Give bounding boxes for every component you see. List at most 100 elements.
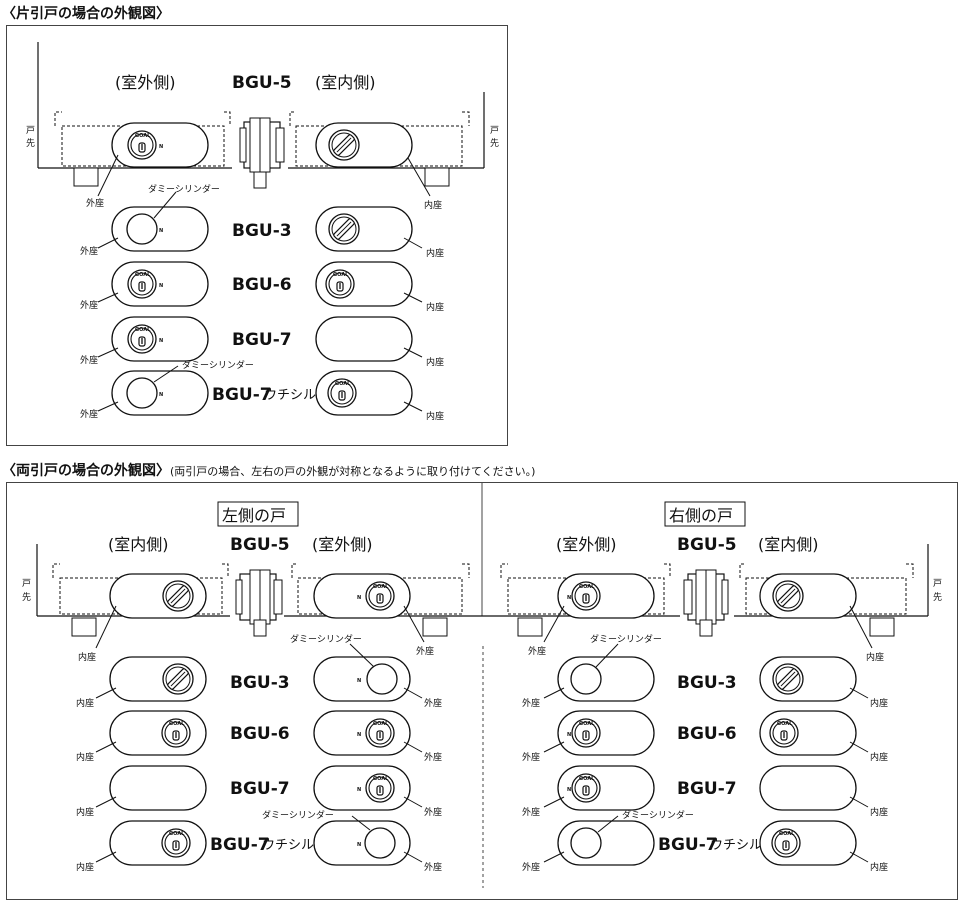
dummy-cylinder: [366, 663, 398, 695]
single-top-n-text: N: [159, 144, 163, 150]
dummy-cylinder-label: ダミーシリンダー: [290, 633, 362, 645]
model-label: BGU-3: [677, 673, 737, 693]
model-label: BGU-6: [677, 724, 737, 744]
left-row-bgu6: GOAL BGU-6 GOAL N 内座 外座: [76, 710, 442, 763]
goal-text: GOAL: [373, 776, 389, 782]
outer-base-label: 外座: [522, 751, 540, 763]
right-lock-body: [683, 569, 729, 637]
model-label: BGU-7: [658, 835, 718, 855]
double-door-heading: 〈両引戸の場合の外観図〉(両引戸の場合、左右の戸の外観が対称となるように取り付け…: [2, 460, 535, 480]
left-stub-1: [71, 617, 97, 637]
single-heading-text: 〈片引戸の場合の外観図〉: [2, 6, 170, 22]
uchishiru-label: ウチシル: [262, 838, 314, 853]
dummy-cylinder-label: ダミーシリンダー: [148, 183, 220, 195]
right-stub-2: [869, 617, 895, 637]
left-outside-label: (室外側): [312, 535, 373, 554]
left-ears-2: [291, 563, 470, 578]
right-bgu5-label: BGU-5: [677, 535, 737, 555]
n-mark: N: [567, 787, 571, 793]
left-door-edge-2: 先: [22, 591, 31, 603]
right-top-thumb: [772, 580, 804, 612]
left-ears-1: [52, 563, 229, 578]
left-top-inner-label: 内座: [78, 651, 96, 663]
right-door-edge-1: 戸: [933, 578, 942, 589]
goal-text: GOAL: [169, 831, 185, 837]
right-door-edge-2: 先: [933, 591, 942, 603]
single-door-edge-left-2: 先: [26, 137, 35, 149]
left-top-outer-label: 外座: [416, 645, 434, 657]
dummy-cylinder: [570, 663, 602, 695]
outer-base-label: 外座: [424, 697, 442, 709]
right-ears-1: [500, 563, 671, 578]
right-door-box: [664, 501, 746, 527]
single-row-bgu7-uchishiru: N ダミーシリンダー BGU-7 ウチシル GOAL 外座 内座: [80, 359, 444, 422]
inner-base-label: 内座: [426, 247, 444, 259]
outer-base-label: 外座: [522, 861, 540, 873]
right-ears-2: [739, 563, 914, 578]
uchishiru-label: ウチシル: [264, 388, 316, 403]
left-door-box: [217, 501, 299, 527]
thumb-turn: [328, 213, 360, 245]
single-top-thumb-turn: [328, 129, 360, 161]
goal-text: GOAL: [779, 831, 795, 837]
single-top-inner-leader: [407, 157, 431, 197]
dummy-cylinder-label: ダミーシリンダー: [262, 809, 334, 821]
model-label: BGU-6: [232, 275, 292, 295]
single-door-edge-right: 戸: [490, 125, 499, 136]
model-label: BGU-7: [677, 779, 737, 799]
single-top-goal-text: GOAL: [135, 133, 151, 139]
goal-text: GOAL: [135, 272, 151, 278]
n-mark: N: [159, 228, 163, 234]
right-outside-label: (室外側): [556, 535, 617, 554]
model-label: BGU-3: [230, 673, 290, 693]
right-row-bgu7-uchishiru: ダミーシリンダー BGU-7 ウチシル GOAL 外座 内座: [522, 809, 888, 873]
model-label: BGU-6: [230, 724, 290, 744]
single-outside-label: (室外側): [115, 73, 176, 92]
single-door-edge-right-2: 先: [490, 137, 499, 149]
uchishiru-label: ウチシル: [710, 838, 762, 853]
single-stub-right: [424, 167, 450, 187]
dummy-cylinder-label: ダミーシリンダー: [590, 633, 662, 645]
thumb-turn: [772, 663, 804, 695]
left-top-thumb: [162, 580, 194, 612]
single-row-bgu3: N ダミーシリンダー BGU-3 外座 内座: [80, 183, 444, 259]
left-door-edge-1: 戸: [22, 578, 31, 589]
outer-base-label: 外座: [80, 245, 98, 257]
single-door-frame: [6, 25, 508, 446]
single-stub-left: [73, 167, 99, 187]
right-top-n: N: [567, 595, 571, 601]
n-mark: N: [159, 392, 163, 398]
dummy-cylinder: [364, 827, 396, 859]
inner-base-label: 内座: [870, 751, 888, 763]
single-bgu5-label: BGU-5: [232, 73, 292, 93]
thumb-turn: [162, 663, 194, 695]
left-row-bgu7-uchishiru: GOAL BGU-7 ウチシル N ダミーシリンダー 内座 外座: [76, 809, 442, 873]
right-top-outer-label: 外座: [528, 645, 546, 657]
single-dash-ears-right: [289, 111, 470, 126]
single-row-bgu7: GOAL N BGU-7 外座 内座: [80, 316, 444, 368]
goal-text: GOAL: [169, 721, 185, 727]
outer-base-label: 外座: [522, 697, 540, 709]
n-mark: N: [357, 678, 361, 684]
left-row-bgu3: BGU-3 N ダミーシリンダー 内座 外座: [76, 633, 442, 709]
single-door-heading: 〈片引戸の場合の外観図〉: [2, 3, 170, 23]
single-top-outer-label: 外座: [86, 197, 104, 209]
model-label: BGU-7: [232, 330, 292, 350]
right-top-outer-leader: [543, 605, 565, 643]
left-top-goal: GOAL: [373, 584, 389, 590]
single-lock-body: [239, 117, 285, 189]
left-top-n: N: [357, 595, 361, 601]
dummy-cylinder: [570, 827, 602, 859]
right-row-bgu7: GOAL N BGU-7 外座 内座: [522, 765, 888, 818]
outer-base-label: 外座: [80, 299, 98, 311]
right-top-inner-label: 内座: [866, 651, 884, 663]
inner-base-label: 内座: [76, 697, 94, 709]
goal-text: GOAL: [333, 272, 349, 278]
model-label: BGU-3: [232, 221, 292, 241]
left-stub-2: [422, 617, 448, 637]
right-row-bgu3: ダミーシリンダー BGU-3 外座 内座: [522, 633, 888, 709]
goal-text: GOAL: [135, 327, 151, 333]
n-mark: N: [159, 283, 163, 289]
goal-text: GOAL: [335, 381, 351, 387]
